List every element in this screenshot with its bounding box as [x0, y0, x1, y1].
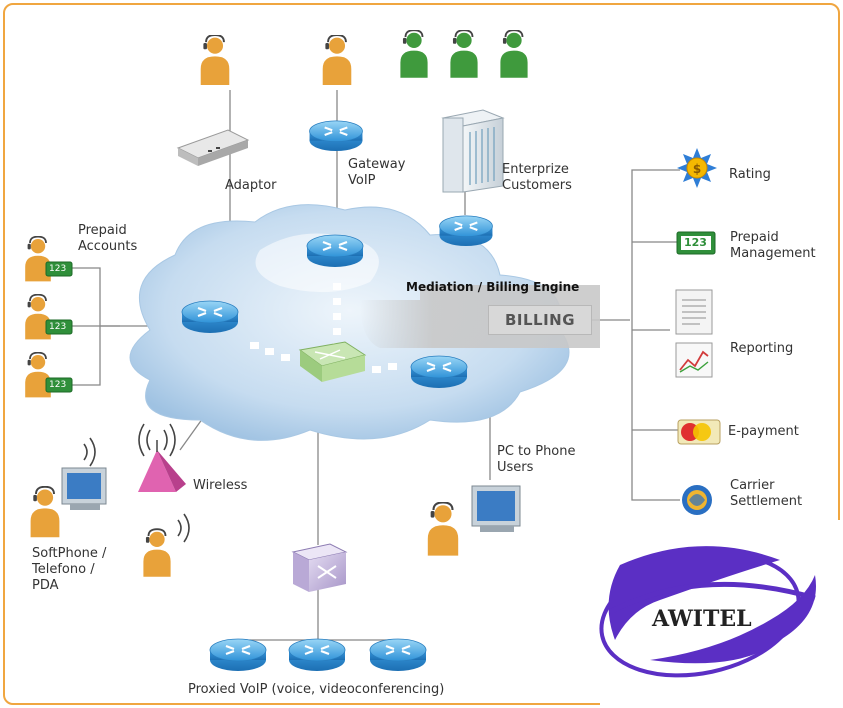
rating-label: Rating	[729, 167, 771, 182]
router-icon	[438, 214, 494, 247]
pc-to-phone-label-line2: Users	[497, 460, 534, 475]
management-badge-text: 123	[684, 236, 707, 249]
computer-icon	[61, 467, 107, 510]
prepaid-badge-text: 123	[49, 380, 67, 390]
person-icon	[29, 486, 61, 538]
enterprise-label-line1: Enterprize	[502, 162, 569, 177]
svg-text:$: $	[693, 162, 701, 176]
prepaid-management-badge-icon	[676, 231, 716, 255]
wireless-antenna-icon	[138, 440, 186, 492]
chart-icon	[675, 342, 713, 378]
person-icon	[449, 30, 479, 78]
awitel-logo	[599, 520, 843, 708]
switch-icon	[298, 341, 367, 382]
prepaid-badge-text: 123	[49, 322, 67, 332]
router-icon	[368, 637, 428, 672]
person-icon	[321, 35, 353, 85]
settlement-icon	[682, 485, 712, 515]
prepaid-accounts-label-line2: Accounts	[78, 239, 138, 254]
person-icon	[199, 35, 231, 85]
softphone-label-line3: PDA	[32, 578, 59, 593]
prepaid-badge-text: 123	[49, 264, 67, 274]
prepaid-card-icons	[45, 261, 73, 393]
prepaid-management-label-line1: Prepaid	[730, 230, 779, 245]
signal-waves-icon	[83, 423, 190, 543]
person-icon	[426, 502, 460, 556]
person-icon	[399, 30, 429, 78]
adaptor-icon	[176, 129, 250, 166]
enterprise-label-line2: Customers	[502, 178, 572, 193]
epayment-label: E-payment	[728, 424, 799, 439]
rating-icon: $	[677, 148, 717, 188]
adaptor-label: Adaptor	[225, 178, 277, 193]
wireless-label: Wireless	[193, 478, 248, 493]
prepaid-accounts-label-line1: Prepaid	[78, 223, 127, 238]
router-icon	[409, 354, 469, 389]
mediation-label: Mediation / Billing Engine	[406, 280, 580, 294]
computer-icon	[471, 485, 521, 532]
router-icon	[287, 637, 347, 672]
awitel-logo-text: AWITEL	[652, 606, 752, 632]
proxy-cube-icon	[291, 543, 348, 592]
reporting-label: Reporting	[730, 341, 794, 356]
person-icon	[499, 30, 529, 78]
carrier-label-line1: Carrier	[730, 478, 775, 493]
router-icon	[208, 637, 268, 672]
proxied-voip-label: Proxied VoIP (voice, videoconferencing)	[188, 682, 445, 697]
router-icon	[180, 299, 240, 334]
billing-box: BILLING	[488, 305, 592, 335]
gateway-label-line2: VoIP	[348, 173, 376, 188]
credit-card-icon	[677, 419, 721, 445]
router-icon	[305, 233, 365, 268]
person-icon	[142, 528, 172, 578]
gateway-label-line1: Gateway	[348, 157, 406, 172]
server-rack-icon	[441, 109, 505, 193]
softphone-label-line2: Telefono /	[32, 562, 95, 577]
softphone-label-line1: SoftPhone /	[32, 546, 107, 561]
document-icon	[675, 289, 713, 335]
pc-to-phone-label-line1: PC to Phone	[497, 444, 576, 459]
carrier-label-line2: Settlement	[730, 494, 803, 509]
prepaid-management-label-line2: Management	[730, 246, 816, 261]
router-icon	[308, 119, 364, 152]
